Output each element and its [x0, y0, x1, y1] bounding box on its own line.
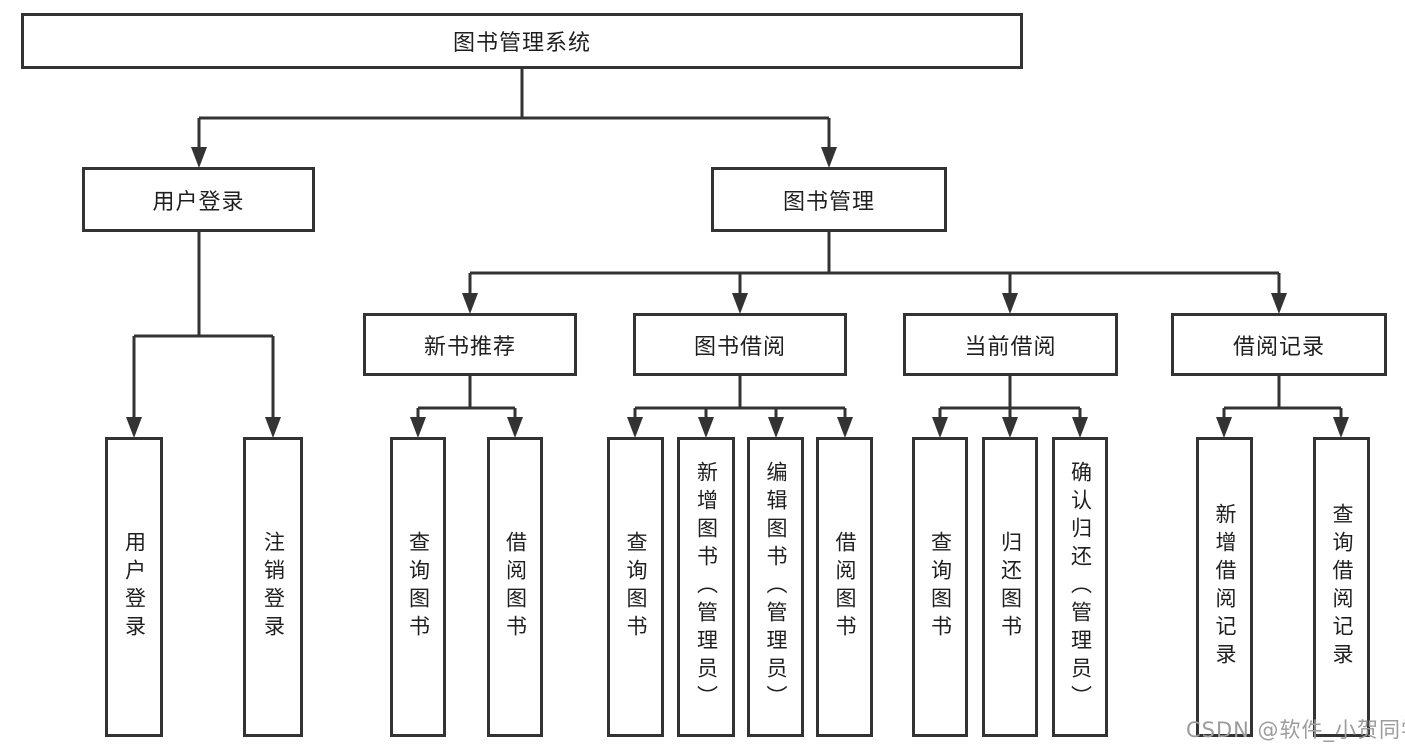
leaf-query-books-current: 查询图书 — [912, 437, 968, 737]
leaf-label: 查询图书 — [624, 531, 648, 643]
node-label: 当前借阅 — [964, 334, 1057, 360]
leaf-add-books-admin: 新增图书（管理员） — [677, 437, 735, 737]
leaf-label: 确认归还（管理员） — [1068, 461, 1093, 713]
leaf-label: 借阅图书 — [833, 531, 857, 643]
leaf-label: 查询图书 — [406, 531, 431, 643]
leaf-label: 新增图书（管理员） — [694, 461, 719, 713]
csdn-watermark: CSDN @软件_小贺同学 — [1186, 718, 1405, 742]
leaf-return-books: 归还图书 — [982, 437, 1038, 737]
leaf-label: 注销登录 — [261, 531, 286, 643]
node-new-book-recommend: 新书推荐 — [363, 313, 577, 376]
leaf-user-login: 用户登录 — [105, 437, 163, 737]
leaf-label: 新增借阅记录 — [1213, 503, 1237, 671]
node-borrow-records: 借阅记录 — [1171, 313, 1387, 376]
leaf-label: 编辑图书（管理员） — [764, 461, 788, 713]
node-label: 新书推荐 — [423, 334, 516, 360]
node-user-login: 用户登录 — [82, 167, 315, 232]
node-book-management: 图书管理 — [711, 167, 947, 232]
leaf-borrow-books-recommend: 借阅图书 — [487, 437, 543, 737]
leaf-query-books-recommend: 查询图书 — [390, 437, 446, 737]
leaf-label: 查询借阅记录 — [1330, 503, 1354, 671]
node-library-management-system: 图书管理系统 — [21, 13, 1023, 69]
leaf-label: 用户登录 — [122, 531, 147, 643]
leaf-edit-books-admin: 编辑图书（管理员） — [747, 437, 804, 737]
node-label: 图书管理系统 — [452, 31, 591, 56]
leaf-label: 查询图书 — [928, 531, 953, 643]
leaf-borrow-books: 借阅图书 — [816, 437, 873, 737]
leaf-label: 归还图书 — [998, 531, 1023, 643]
leaf-add-borrow-record: 新增借阅记录 — [1196, 437, 1253, 737]
node-current-borrow: 当前借阅 — [903, 313, 1118, 376]
node-book-borrow: 图书借阅 — [633, 313, 847, 376]
node-label: 借阅记录 — [1232, 334, 1325, 360]
node-label: 图书管理 — [782, 189, 875, 215]
leaf-query-books-borrow: 查询图书 — [607, 437, 664, 737]
node-label: 图书借阅 — [693, 334, 786, 360]
leaf-confirm-return-admin: 确认归还（管理员） — [1052, 437, 1108, 737]
leaf-label: 借阅图书 — [503, 531, 528, 643]
leaf-query-borrow-record: 查询借阅记录 — [1313, 437, 1370, 737]
node-label: 用户登录 — [152, 189, 245, 215]
leaf-logout: 注销登录 — [243, 437, 303, 737]
